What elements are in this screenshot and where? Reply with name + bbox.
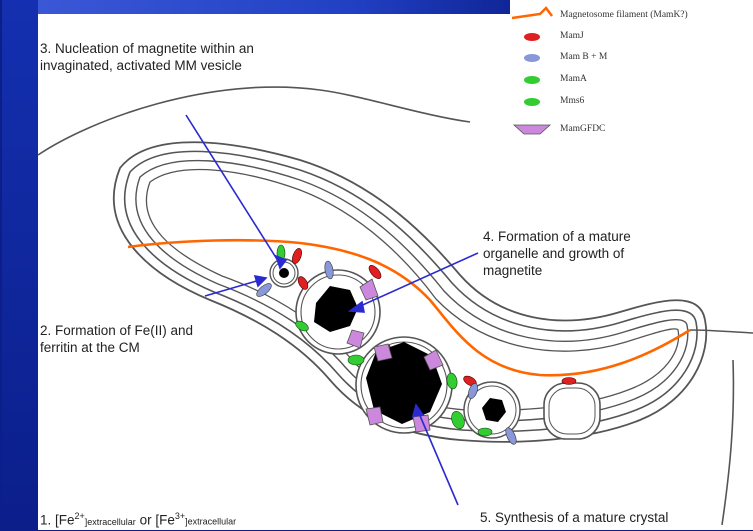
legend-label-filament: Magnetosome filament (MamK?) — [560, 10, 688, 20]
step1-label: 1. [Fe2+]extracellular or [Fe3+]extracel… — [40, 508, 236, 531]
step3-label: 3. Nucleation of magnetite within an inv… — [40, 40, 254, 74]
legend-mamj-swatch — [524, 33, 540, 41]
outer-wall-line — [38, 87, 470, 155]
legend-label-mamgfdc: MamGFDC — [560, 124, 605, 134]
legend-mms6-swatch — [524, 98, 540, 106]
legend-mambm-swatch — [524, 54, 540, 62]
step2-label: 2. Formation of Fe(II) and ferritin at t… — [40, 322, 193, 356]
step1-sub-b: ]extracellular — [185, 517, 236, 527]
step1-text-sub-a: ]extracellular — [85, 513, 136, 528]
legend-mama-swatch — [524, 76, 540, 84]
step1-text-or: or [Fe — [136, 513, 175, 528]
legend-filament-swatch — [512, 8, 552, 18]
legend-mamgfdc-swatch — [514, 125, 550, 134]
vesicle-empty — [544, 383, 600, 439]
step1-sup-b: 3+ — [175, 511, 185, 521]
legend-label-mms6: Mms6 — [560, 96, 584, 106]
step4-label: 4. Formation of a mature organelle and g… — [483, 228, 631, 279]
legend-label-mama: MamA — [560, 74, 587, 84]
cell-envelope — [38, 87, 753, 525]
legend-symbols — [512, 8, 552, 134]
outer-wall-bottom — [722, 360, 733, 525]
legend-label-mambm: Mam B + M — [560, 52, 607, 62]
step5-label: 5. Synthesis of a mature crystal — [480, 509, 668, 526]
vesicles — [270, 259, 600, 439]
step1-sub-a: ]extracellular — [85, 517, 136, 527]
crystal-tiny — [279, 268, 289, 278]
legend-label-mamj: MamJ — [560, 31, 584, 41]
outer-wall-right — [690, 330, 753, 333]
step1-sup-a: 2+ — [75, 511, 85, 521]
step1-text-a: 1. [Fe — [40, 513, 75, 528]
